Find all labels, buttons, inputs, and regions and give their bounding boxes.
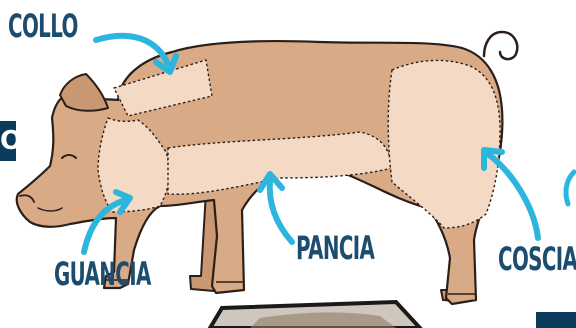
label-collo: COLLO <box>8 10 78 42</box>
photo-corner <box>210 302 420 328</box>
side-tab: O <box>0 121 16 161</box>
dark-corner-block <box>536 312 576 328</box>
partial-arrow-right <box>566 172 574 204</box>
label-pancia: PANCIA <box>296 232 374 264</box>
pig-tail <box>484 32 517 59</box>
label-guancia: GUANCIA <box>54 258 151 290</box>
side-tab-text: O <box>0 126 16 156</box>
label-coscia: COSCIA <box>498 243 576 275</box>
pig-hooves <box>104 280 476 294</box>
pig-ear <box>60 74 108 111</box>
